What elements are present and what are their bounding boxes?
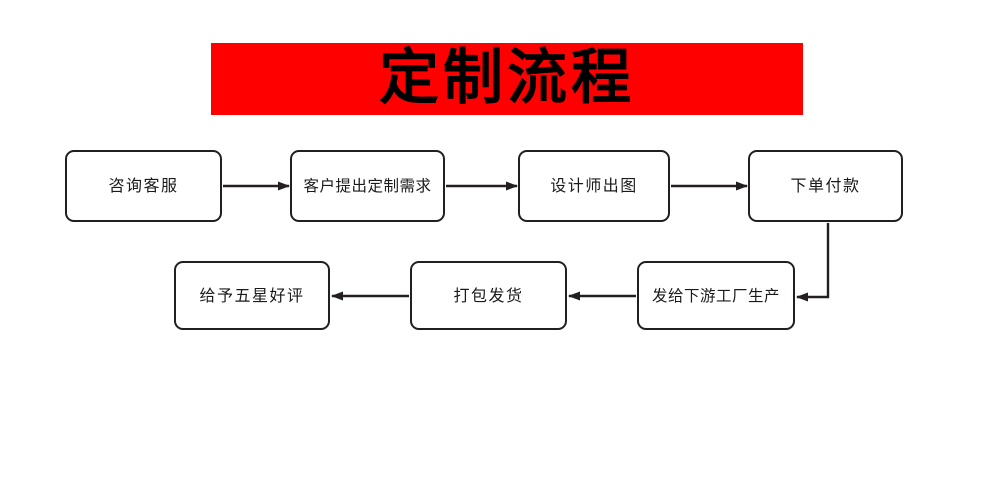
flow-node-place-order-payment[interactable]: 下单付款 xyxy=(748,150,903,222)
title-banner: 定制流程 xyxy=(211,43,803,115)
flow-node-packing-shipping[interactable]: 打包发货 xyxy=(410,261,567,330)
flow-node-label: 发给下游工厂生产 xyxy=(651,286,780,305)
flow-node-designer-drawing[interactable]: 设计师出图 xyxy=(518,150,670,222)
flow-node-customer-request[interactable]: 客户提出定制需求 xyxy=(290,150,445,222)
flow-node-label: 打包发货 xyxy=(453,285,524,305)
flow-node-consult-service[interactable]: 咨询客服 xyxy=(65,150,222,222)
flow-node-label: 给予五星好评 xyxy=(199,285,305,305)
flow-node-label: 下单付款 xyxy=(790,176,861,195)
edge-order-to-factory xyxy=(796,223,830,302)
page-title: 定制流程 xyxy=(379,43,635,113)
flow-node-send-to-factory[interactable]: 发给下游工厂生产 xyxy=(637,261,795,330)
flow-node-label: 设计师出图 xyxy=(550,176,638,195)
flow-node-five-star-review[interactable]: 给予五星好评 xyxy=(174,261,330,330)
flow-node-label: 咨询客服 xyxy=(108,176,179,195)
flow-node-label: 客户提出定制需求 xyxy=(303,177,432,195)
